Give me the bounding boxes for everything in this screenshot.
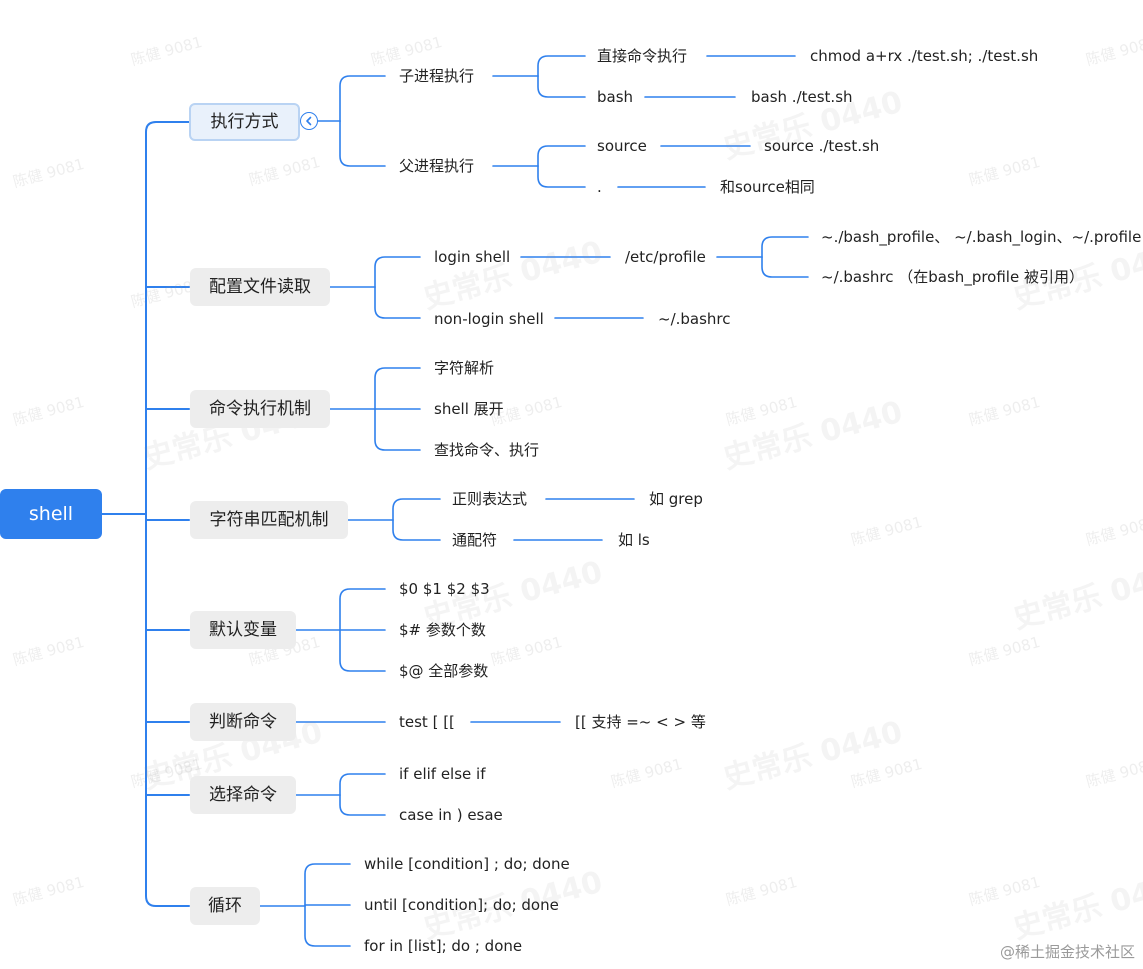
root-connector xyxy=(145,513,190,907)
topic-source-example[interactable]: source ./test.sh xyxy=(764,137,880,155)
topic-for-loop[interactable]: for in [list]; do ; done xyxy=(364,937,523,955)
topic-if-elif[interactable]: if elif else if xyxy=(399,765,486,783)
topic-bashrc-referenced[interactable]: ~/.bashrc （在bash_profile 被引用） xyxy=(821,268,1084,286)
topic-wildcard[interactable]: 通配符 xyxy=(452,531,498,549)
topic-test-brackets[interactable]: test [ [[ xyxy=(399,713,455,731)
connector-line xyxy=(374,286,421,319)
branch-node-test-commands[interactable]: 判断命令 xyxy=(190,703,296,741)
topic-char-parsing[interactable]: 字符解析 xyxy=(434,359,495,377)
branch-node-default-variables[interactable]: 默认变量 xyxy=(190,611,296,649)
topic-param-count[interactable]: $# 参数个数 xyxy=(399,621,486,639)
connector-line xyxy=(537,165,586,188)
topic-shell-expansion[interactable]: shell 展开 xyxy=(434,400,504,418)
topic-grep[interactable]: 如 grep xyxy=(649,490,703,508)
connector-line xyxy=(339,794,386,816)
topic-parent-process-exec[interactable]: 父进程执行 xyxy=(399,157,475,175)
topic-bash[interactable]: bash xyxy=(597,88,634,106)
branch-node-config-loading[interactable]: 配置文件读取 xyxy=(190,268,330,306)
connector-line xyxy=(537,55,586,77)
branch-node-select-commands[interactable]: 选择命令 xyxy=(190,776,296,814)
topic-ls[interactable]: 如 ls xyxy=(618,531,650,549)
topic-find-and-exec[interactable]: 查找命令、执行 xyxy=(434,441,540,459)
connector-line xyxy=(761,236,809,258)
topic-regex[interactable]: 正则表达式 xyxy=(452,490,528,508)
topic-non-login-shell[interactable]: non-login shell xyxy=(434,310,544,328)
topic-bash-profile-files[interactable]: ~./bash_profile、 ~/.bash_login、~/.profil… xyxy=(821,228,1142,246)
branch-node-command-mechanism[interactable]: 命令执行机制 xyxy=(190,390,330,428)
topic-direct-command[interactable]: 直接命令执行 xyxy=(597,47,688,65)
chevron-left-icon xyxy=(306,116,312,126)
collapse-button[interactable] xyxy=(300,112,318,130)
connector-line xyxy=(339,629,386,672)
connector-line xyxy=(392,498,441,521)
topic-all-params[interactable]: $@ 全部参数 xyxy=(399,662,489,680)
topic-bashrc[interactable]: ~/.bashrc xyxy=(658,310,731,328)
topic-until-loop[interactable]: until [condition]; do; done xyxy=(364,896,559,914)
topic-chmod-example[interactable]: chmod a+rx ./test.sh; ./test.sh xyxy=(810,47,1039,65)
connector-line xyxy=(304,863,351,907)
connector-line xyxy=(392,519,441,541)
topic-double-bracket-support[interactable]: [[ 支持 =~ < > 等 xyxy=(575,713,706,731)
site-credit: @稀土掘金技术社区 xyxy=(999,943,1135,961)
branch-node-string-matching[interactable]: 字符串匹配机制 xyxy=(190,501,348,539)
connector-line xyxy=(339,588,386,631)
root-node[interactable]: shell xyxy=(0,489,102,539)
connector-line xyxy=(761,256,809,278)
topic-bash-example[interactable]: bash ./test.sh xyxy=(751,88,853,106)
branch-node-execution-mode[interactable]: 执行方式 xyxy=(189,103,300,141)
topic-source[interactable]: source xyxy=(597,137,647,155)
connector-line xyxy=(339,120,386,167)
topic-case-in[interactable]: case in ) esae xyxy=(399,806,503,824)
root-connector xyxy=(145,121,190,515)
topic-positional-params[interactable]: $0 $1 $2 $3 xyxy=(399,580,490,598)
connector-line xyxy=(537,75,586,98)
topic-etc-profile[interactable]: /etc/profile xyxy=(625,248,706,266)
branch-node-loops[interactable]: 循环 xyxy=(190,887,260,925)
connector-line xyxy=(374,408,421,451)
connector-line xyxy=(339,773,386,796)
connector-line xyxy=(374,367,421,410)
topic-subprocess-exec[interactable]: 子进程执行 xyxy=(399,67,475,85)
connector-line xyxy=(374,256,421,288)
topic-login-shell[interactable]: login shell xyxy=(434,248,511,266)
connector-line xyxy=(304,905,351,947)
topic-while-loop[interactable]: while [condition] ; do; done xyxy=(364,855,570,873)
topic-dot[interactable]: . xyxy=(597,178,602,196)
connector-line xyxy=(339,75,386,122)
connector-line xyxy=(537,145,586,167)
topic-same-as-source[interactable]: 和source相同 xyxy=(720,178,815,196)
